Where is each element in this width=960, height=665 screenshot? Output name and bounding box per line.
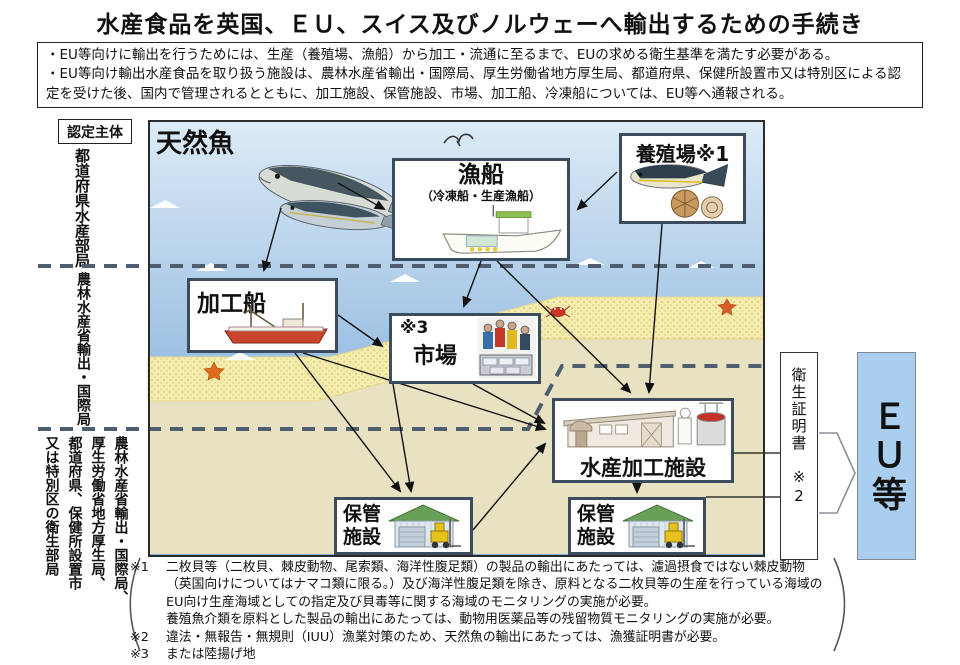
intro-box: ・EU等向けに輸出を行うためには、生産（養殖場、漁船）から加工・流通に至るまで、… — [37, 42, 923, 108]
intro-bullet: ・EU等向け輸出水産食品を取り扱う施設は、農林水産省輸出・国際局、厚生労働省地方… — [46, 66, 902, 102]
node-health-certificate: 衛生証明書 ※2 — [780, 352, 818, 560]
node-title: 養殖場※1 — [635, 142, 730, 166]
footnote-marker: ※1 — [130, 560, 149, 575]
page-title: 水産食品を英国、ＥＵ、スイス及びノルウェーへ輸出するための手続き — [96, 12, 864, 38]
certificate-connectors — [706, 452, 780, 498]
node-title: 保管施設 — [343, 503, 382, 548]
sidebar-column: 又は特別区の衛生部局 — [43, 436, 60, 576]
footnote-2: ※2 違法・無報告・無規則（IUU）漁業対策のため、天然魚の輸出にあたっては、漁… — [130, 629, 838, 646]
processing-ship-icon — [224, 303, 328, 344]
crab-icon — [545, 305, 571, 318]
footnote-1: ※1 二枚貝等（二枚貝、棘皮動物、尾索類、海洋性腹足類）の製品の輸出にあたっては… — [130, 559, 838, 629]
node-seafood-processing-facility: 水産加工施設 — [552, 398, 734, 483]
footnote-line: 二枚貝等（二枚貝、棘皮動物、尾索類、海洋性腹足類）の製品の輸出にあたっては、濾過… — [166, 560, 805, 575]
node-note: ※3 — [400, 318, 429, 338]
node-title: 水産加工施設 — [580, 456, 706, 480]
intro-bullet: ・EU等向けに輸出を行うためには、生産（養殖場、漁船）から加工・流通に至るまで、… — [46, 47, 839, 63]
node-market: ※3 市場 — [389, 313, 541, 384]
warehouse-icon — [388, 504, 461, 549]
node-subtitle: （冷凍船・生産漁船） — [420, 189, 541, 204]
footnotes: ※1 二枚貝等（二枚貝、棘皮動物、尾索類、海洋性腹足類）の製品の輸出にあたっては… — [130, 559, 838, 663]
processing-plant-icon — [563, 402, 726, 448]
node-aquaculture-farm: 養殖場※1 — [619, 133, 746, 224]
warehouse-icon — [622, 504, 695, 549]
fishing-boat-icon — [442, 205, 562, 254]
footnote-marker: ※2 — [130, 629, 149, 645]
footnote-3: ※3 または陸揚げ地 — [130, 646, 838, 663]
node-note: ※2 — [790, 468, 808, 506]
wild-fish-label: 天然魚 — [156, 129, 235, 159]
footnote-line: 養殖魚介類を原料とした製品の輸出にあたっては、動物用医薬品等の残留物質モニタリン… — [166, 612, 780, 628]
market-scene-icon — [478, 317, 536, 379]
sidebar-section-prefectural-fisheries: 都道府県水産部局 — [73, 148, 91, 268]
node-title: 保管施設 — [577, 503, 616, 548]
node-storage-facility-right: 保管施設 — [568, 497, 706, 555]
footnote-line: または陸揚げ地 — [166, 646, 256, 662]
node-title: 市場 — [413, 344, 458, 369]
flow-arrows — [261, 171, 663, 531]
footnote-line: 違法・無報告・無規則（IUU）漁業対策のため、天然魚の輸出にあたっては、漁獲証明… — [166, 629, 726, 645]
footnote-line: EU向け生産海域としての指定及び貝毒等に関する海域のモニタリングの実施が必要。 — [166, 594, 657, 610]
jurisdiction-dashed-lines — [38, 264, 762, 431]
node-eu-destination: ＥＵ等 — [857, 352, 916, 560]
sidebar-column: 厚生労働省地方厚生局、 — [89, 436, 106, 590]
sidebar-section-health-authorities: 農林水産省輸出・国際局、 厚生労働省地方厚生局、 都道府県、保健所設置市 又は特… — [34, 436, 138, 650]
eu-block-arrow — [819, 432, 856, 514]
sidebar-section-maff-export-bureau: 農林水産省輸出・国際局 — [75, 272, 91, 426]
farmed-fish-and-shellfish-icon — [630, 164, 729, 219]
sidebar-column: 農林水産省輸出・国際局、 — [112, 436, 129, 604]
footnote-line: （英国向けについてはナマコ類に限る。）及び海洋性腹足類を除き、原料となる二枚貝等… — [166, 577, 823, 593]
sidebar-column: 都道府県、保健所設置市 — [66, 436, 83, 590]
starfish-icon — [203, 298, 737, 381]
seabird-icon — [443, 133, 474, 147]
footnote-brackets — [129, 557, 846, 652]
node-title: ＥＵ等 — [866, 397, 906, 515]
node-processing-vessel: 加工船 — [187, 278, 338, 353]
node-fishing-vessel: 漁船 （冷凍船・生産漁船） — [392, 158, 570, 261]
node-storage-facility-left: 保管施設 — [334, 497, 473, 555]
node-title: 漁船 — [458, 162, 504, 188]
footnote-marker: ※3 — [130, 646, 149, 662]
certifying-body-header: 認定主体 — [58, 119, 132, 144]
node-title: 衛生証明書 — [789, 367, 808, 452]
